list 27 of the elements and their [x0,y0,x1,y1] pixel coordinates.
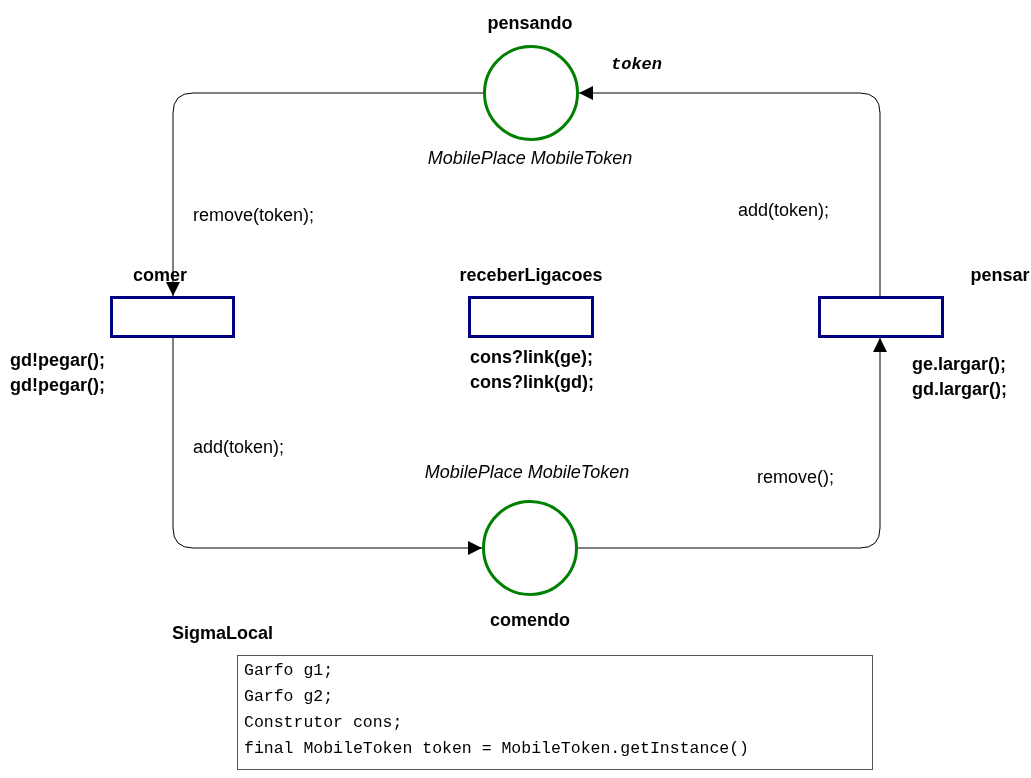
code-line: Garfo g1; [244,660,335,682]
place-type: MobilePlace MobileToken [426,147,634,170]
node-title: SigmaLocal [172,622,274,645]
transition-box [468,296,594,338]
node-title: comer [132,264,188,287]
transition-box [110,296,235,338]
node-title: pensando [486,12,574,35]
transition-box [818,296,944,338]
code-line: Garfo g2; [244,686,335,708]
node-title: comendo [489,609,571,632]
code-line: Construtor cons; [244,712,404,734]
node-title: pensar [969,264,1031,287]
code-line: final MobileToken token = MobileToken.getInstance() [244,738,750,760]
code-box [237,655,873,770]
transition-action: gd!pegar(); [10,349,106,372]
node-title: receberLigacoes [458,264,604,287]
place-type: MobilePlace MobileToken [423,461,631,484]
arc-arrow [578,86,881,297]
arc-arrow [172,337,483,555]
transition-action: gd.largar(); [912,378,1008,401]
arc-arrow [577,337,887,549]
transition-action: cons?link(ge); [470,346,594,369]
arc-arrow [166,92,484,297]
transition-action: gd!pegar(); [10,374,106,397]
transition-action: cons?link(gd); [470,371,595,394]
token-label: token [611,54,662,76]
transition-action: ge.largar(); [912,353,1008,376]
